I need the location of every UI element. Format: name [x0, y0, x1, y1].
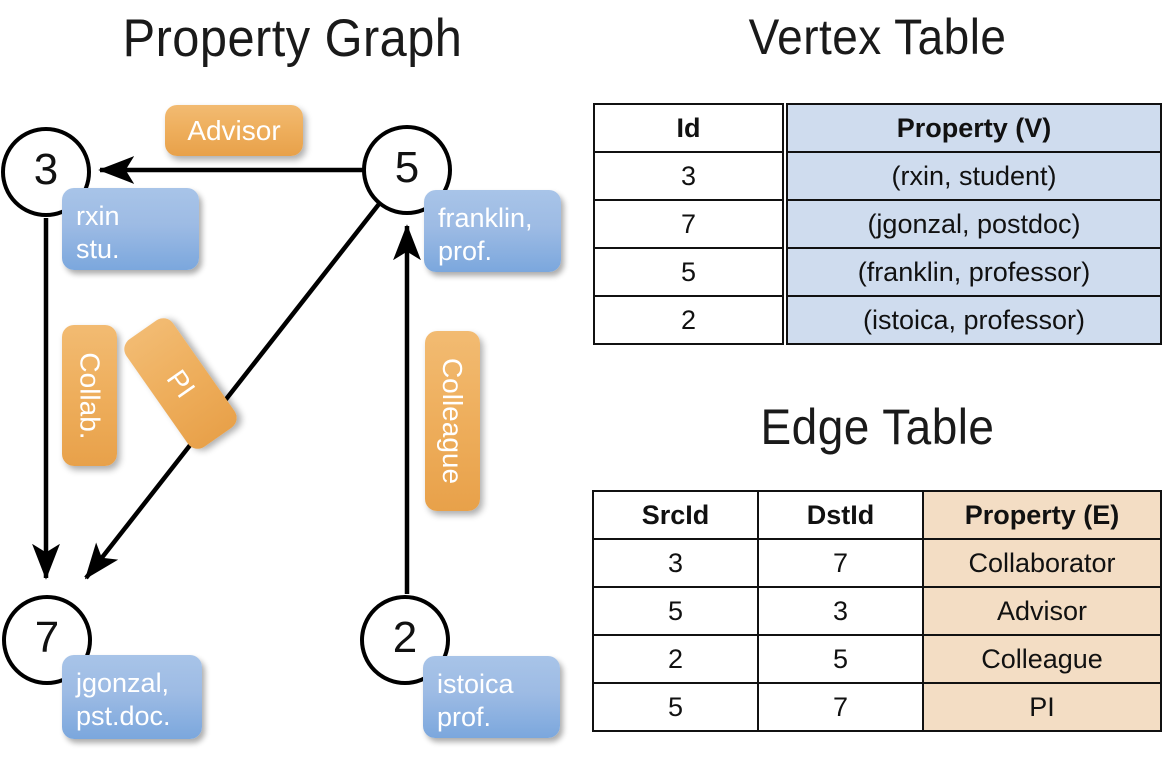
table-row[interactable]: 2 5	[592, 634, 924, 684]
edge-src-cell: 5	[592, 586, 759, 636]
vertex-property-box-jgonzal: jgonzal, pst.doc.	[62, 655, 202, 739]
vertex-property-cell: (franklin, professor)	[786, 247, 1162, 297]
edge-label-collab: Collab.	[74, 351, 106, 440]
vertex-id-cell: 7	[593, 199, 784, 249]
table-row[interactable]: Collaborator	[922, 538, 1162, 588]
edge-label-pi: PI	[160, 363, 202, 403]
vertex-table-property-column: Property (V) (rxin, student) (jgonzal, p…	[786, 103, 1162, 345]
vertex-property-box-jgonzal-line2: pst.doc.	[76, 701, 171, 731]
table-row[interactable]: 3	[593, 151, 784, 201]
edge-src-cell: 3	[592, 538, 759, 588]
page-title-edge-table: Edge Table	[760, 399, 995, 455]
edge-dst-cell: 3	[757, 586, 924, 636]
table-row[interactable]: 3 7	[592, 538, 924, 588]
edge-table-src-dst-columns: SrcId DstId 3 7 5 3 2 5 5 7	[592, 490, 924, 732]
edge-5-to-7	[84, 202, 381, 580]
graph-node-5[interactable]: 5	[362, 125, 452, 215]
edge-table-header-dstid: DstId	[757, 490, 924, 540]
vertex-id-cell: 3	[593, 151, 784, 201]
table-row[interactable]: Advisor	[922, 586, 1162, 636]
table-row[interactable]: 5	[593, 247, 784, 297]
vertex-table-header-property: Property (V)	[786, 103, 1162, 153]
table-row[interactable]: 5 7	[592, 682, 924, 732]
vertex-property-box-istoica: istoica prof.	[423, 656, 560, 738]
edge-table-property-column: Property (E) Collaborator Advisor Collea…	[922, 490, 1162, 732]
table-row[interactable]: (jgonzal, postdoc)	[786, 199, 1162, 249]
edge-label-box-advisor: Advisor	[165, 105, 303, 156]
vertex-property-cell: (jgonzal, postdoc)	[786, 199, 1162, 249]
vertex-table-id-column: Id 3 7 5 2	[593, 103, 784, 345]
edge-label-colleague: Colleague	[437, 357, 469, 485]
edge-dst-cell: 7	[757, 538, 924, 588]
vertex-property-box-franklin-line2: prof.	[438, 236, 493, 266]
vertex-property-box-rxin-line1: rxin	[76, 201, 120, 231]
table-header-row: Property (V)	[786, 103, 1162, 153]
edge-label-advisor: Advisor	[187, 114, 281, 146]
table-row[interactable]: PI	[922, 682, 1162, 732]
page-title-property-graph: Property Graph	[122, 9, 463, 68]
vertex-property-box-istoica-line2: prof.	[437, 702, 492, 732]
table-row[interactable]: Colleague	[922, 634, 1162, 684]
table-header-row: SrcId DstId	[592, 490, 924, 540]
table-row[interactable]: 7	[593, 199, 784, 249]
graph-node-5-label: 5	[394, 143, 420, 192]
edge-property-cell: Collaborator	[922, 538, 1162, 588]
page-title-vertex-table: Vertex Table	[748, 9, 1007, 65]
edge-dst-cell: 7	[757, 682, 924, 732]
edge-dst-cell: 5	[757, 634, 924, 684]
edge-table-header-property: Property (E)	[922, 490, 1162, 540]
table-header-row: Property (E)	[922, 490, 1162, 540]
vertex-property-cell: (istoica, professor)	[786, 295, 1162, 345]
graph-node-7-label: 7	[34, 613, 60, 662]
edge-property-cell: Advisor	[922, 586, 1162, 636]
edge-table-header-srcid: SrcId	[592, 490, 759, 540]
vertex-id-cell: 5	[593, 247, 784, 297]
table-row[interactable]: (istoica, professor)	[786, 295, 1162, 345]
graph-edges-svg	[32, 156, 421, 594]
vertex-property-box-franklin: franklin, prof.	[424, 190, 561, 272]
vertex-property-box-rxin-line2: stu.	[76, 234, 120, 264]
vertex-property-box-istoica-line1: istoica	[437, 669, 514, 699]
table-row[interactable]: 2	[593, 295, 784, 345]
table-header-row: Id	[593, 103, 784, 153]
edge-property-cell: PI	[922, 682, 1162, 732]
graph-node-3-label: 3	[33, 145, 59, 194]
vertex-id-cell: 2	[593, 295, 784, 345]
edge-label-box-collab: Collab.	[62, 325, 117, 466]
vertex-property-cell: (rxin, student)	[786, 151, 1162, 201]
vertex-property-box-rxin: rxin stu.	[62, 188, 199, 270]
table-row[interactable]: (franklin, professor)	[786, 247, 1162, 297]
edge-label-box-colleague: Colleague	[425, 331, 480, 511]
graph-node-2[interactable]: 2	[360, 595, 450, 685]
edge-property-cell: Colleague	[922, 634, 1162, 684]
table-row[interactable]: (rxin, student)	[786, 151, 1162, 201]
edge-src-cell: 2	[592, 634, 759, 684]
graph-node-2-label: 2	[392, 613, 418, 662]
vertex-property-box-jgonzal-line1: jgonzal,	[76, 668, 170, 698]
vertex-table-header-id: Id	[593, 103, 784, 153]
vertex-property-box-franklin-line1: franklin,	[438, 203, 533, 233]
edge-src-cell: 5	[592, 682, 759, 732]
table-row[interactable]: 5 3	[592, 586, 924, 636]
